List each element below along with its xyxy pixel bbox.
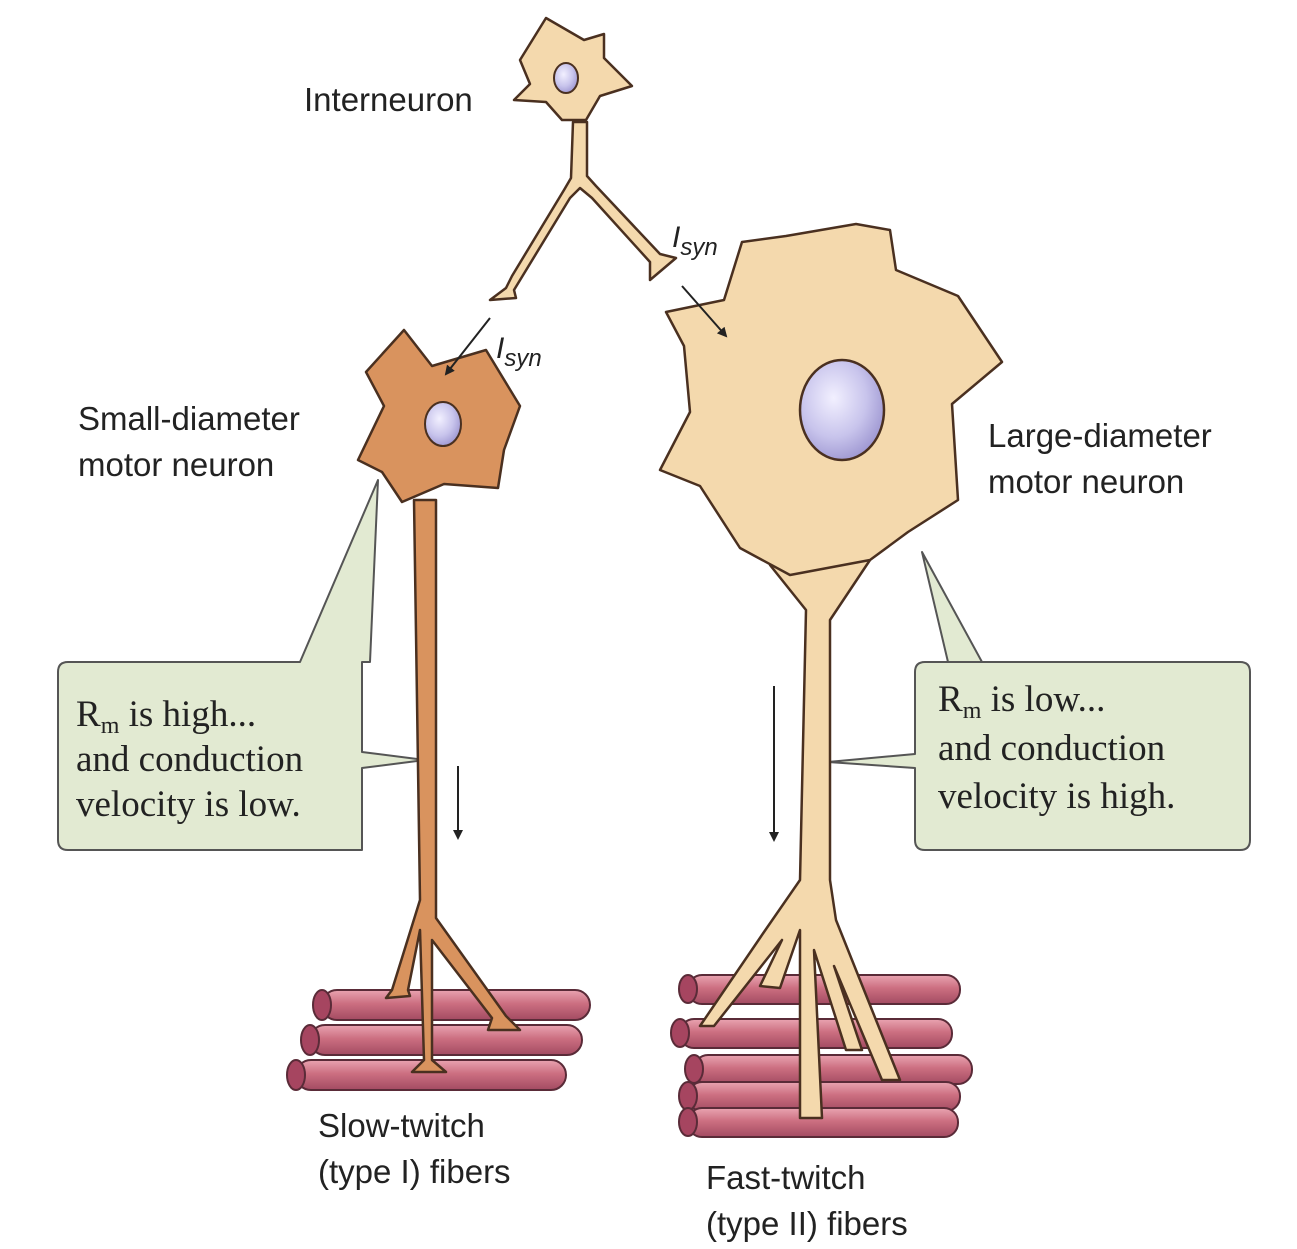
isyn-subscript: syn <box>680 234 717 261</box>
isyn-subscript: syn <box>504 345 541 372</box>
interneuron <box>490 18 676 300</box>
callout-left-text: is high... <box>119 694 256 735</box>
rm-symbol: R <box>938 679 963 720</box>
callout-left-line3: velocity is low. <box>76 784 301 825</box>
small-neuron-axon <box>386 500 520 1072</box>
slow-twitch-label-line1: Slow-twitch <box>318 1107 485 1144</box>
muscle-fiber <box>301 1025 582 1055</box>
slow-twitch-label-line2: (type I) fibers <box>318 1153 511 1190</box>
fast-twitch-label-line2: (type II) fibers <box>706 1205 908 1242</box>
small-neuron-nucleus <box>425 402 461 446</box>
slow-twitch-fibers <box>287 990 590 1090</box>
callout-left-line2: and conduction <box>76 739 303 780</box>
interneuron-nucleus <box>554 63 578 93</box>
isyn-label-right: Isyn <box>672 221 718 261</box>
small-neuron-label-line2: motor neuron <box>78 446 274 483</box>
fast-twitch-label-line1: Fast-twitch <box>706 1159 866 1196</box>
rm-subscript: m <box>101 713 120 739</box>
interneuron-axon <box>490 122 676 300</box>
isyn-symbol: I <box>672 221 680 254</box>
small-motor-neuron <box>358 330 520 1072</box>
isyn-label-left: Isyn <box>496 332 542 372</box>
callout-right-line2: and conduction <box>938 728 1165 769</box>
isyn-symbol: I <box>496 332 504 365</box>
rm-symbol: R <box>76 694 101 735</box>
interneuron-label: Interneuron <box>304 81 473 118</box>
small-neuron-label-line1: Small-diameter <box>78 400 300 437</box>
large-neuron-label-line2: motor neuron <box>988 463 1184 500</box>
rm-subscript: m <box>963 698 982 724</box>
large-neuron-nucleus <box>800 360 884 460</box>
callout-right-text: is low... <box>981 679 1105 720</box>
muscle-fiber <box>685 1055 972 1084</box>
callout-right-line3: velocity is high. <box>938 776 1175 817</box>
muscle-fiber <box>313 990 590 1020</box>
large-neuron-label-line1: Large-diameter <box>988 417 1212 454</box>
